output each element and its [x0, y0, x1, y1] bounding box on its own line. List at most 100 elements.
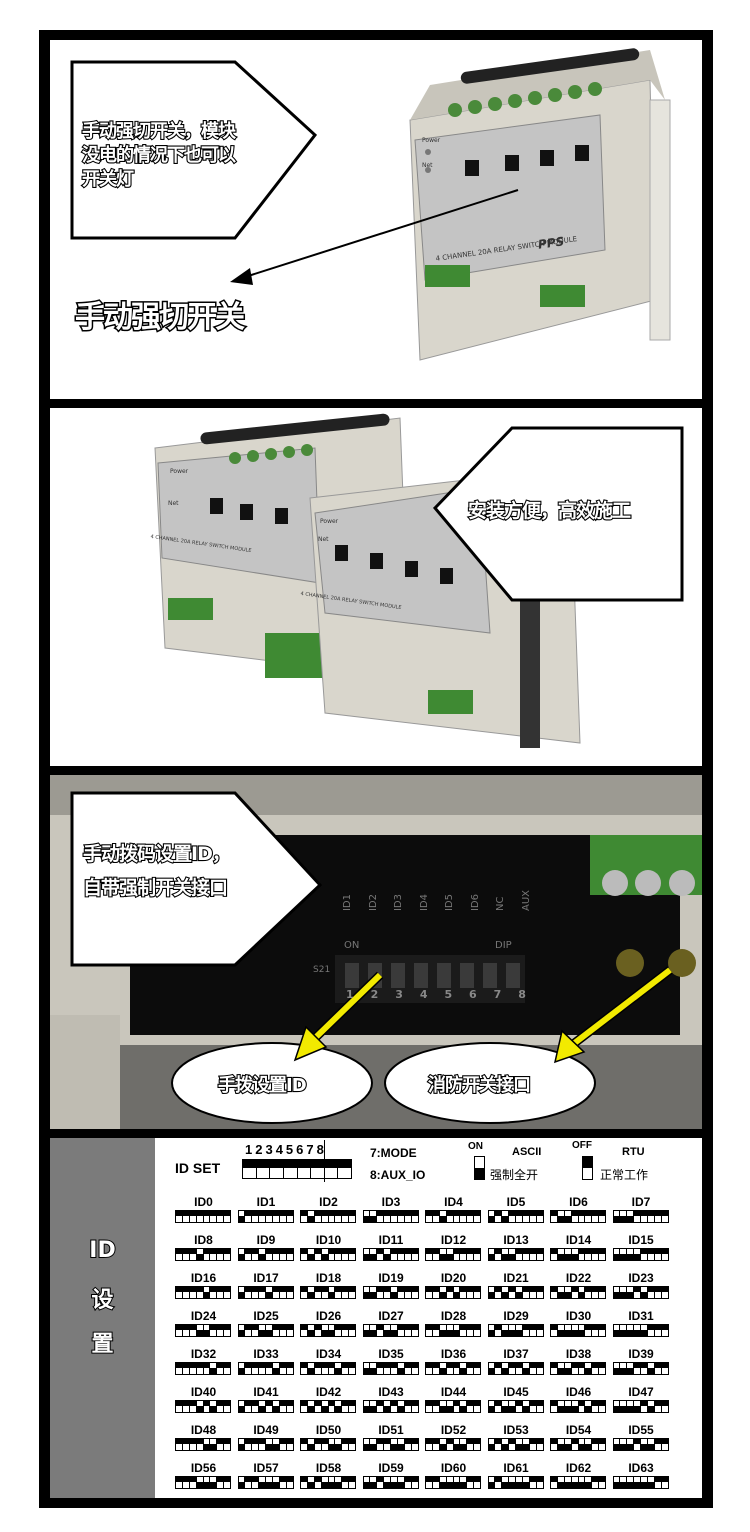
- id-cell: ID51: [361, 1423, 422, 1459]
- id-label: ID12: [440, 1233, 467, 1247]
- mode-7-label: 7:MODE: [370, 1146, 417, 1160]
- id-cell: ID40: [173, 1385, 234, 1421]
- side-char-she: 设: [90, 1287, 114, 1314]
- normal-work-label: 正常工作: [600, 1168, 649, 1182]
- id-label: ID7: [631, 1195, 651, 1209]
- id-dip-pattern: [175, 1476, 231, 1489]
- off-label: OFF: [572, 1140, 592, 1151]
- panel-manual-switch: 手动强切开关，模块 没电的情况下也可以 开关灯 手动强切开关 4 CHANNEL…: [50, 40, 702, 399]
- dip-label-8: AUX: [520, 890, 532, 912]
- rtu-label: RTU: [622, 1146, 645, 1158]
- callout-line-2: 没电的情况下也可以: [81, 144, 237, 167]
- id-cell: ID10: [298, 1233, 359, 1269]
- dip-number-4: 4: [419, 988, 428, 1001]
- power-led-label: Power: [422, 137, 441, 144]
- on-switch-icon: [474, 1156, 485, 1180]
- id-dip-pattern: [237, 1324, 294, 1337]
- id-cell: ID1: [236, 1195, 297, 1231]
- right-power-label: Power: [320, 518, 339, 525]
- id-cell: ID28: [423, 1309, 484, 1345]
- id-cell: ID7: [611, 1195, 672, 1231]
- id-label: ID9: [256, 1233, 276, 1247]
- id-dip-pattern: [550, 1286, 606, 1299]
- id-label: ID56: [190, 1461, 217, 1475]
- id-label: ID55: [628, 1423, 654, 1437]
- id-dip-pattern: [175, 1400, 231, 1413]
- dip-number-2: 2: [370, 988, 379, 1001]
- id-label: ID46: [565, 1385, 592, 1399]
- dip-label-1: ID1: [342, 894, 353, 912]
- id-dip-pattern: [612, 1362, 669, 1375]
- id-dip-pattern: [362, 1362, 419, 1375]
- manual-switch-callout: 手动强切开关，模块 没电的情况下也可以 开关灯: [81, 120, 237, 192]
- id-label: ID61: [503, 1461, 529, 1475]
- manual-switch-label: 手动强切开关: [74, 299, 247, 337]
- id-label: ID4: [444, 1195, 463, 1209]
- id-label: ID16: [190, 1271, 217, 1285]
- id-label: ID2: [319, 1195, 338, 1209]
- id-dip-pattern: [175, 1438, 231, 1451]
- dip-number-1: 1: [346, 988, 354, 1001]
- id-dip-pattern: [425, 1400, 481, 1413]
- id-dip-pattern: [612, 1286, 669, 1299]
- id-cell: ID24: [173, 1309, 234, 1345]
- id-cell: ID38: [548, 1347, 609, 1383]
- dip-label-7: NC: [495, 896, 507, 912]
- id-label: ID22: [565, 1271, 592, 1285]
- id-dip-pattern: [612, 1210, 669, 1223]
- id-dip-pattern: [612, 1324, 669, 1337]
- net-led-label: Net: [422, 162, 433, 169]
- callout-line-3: 开关灯: [81, 168, 135, 191]
- id-cell: ID44: [423, 1385, 484, 1421]
- id-cell: ID59: [361, 1461, 422, 1497]
- id-cell: ID12: [423, 1233, 484, 1269]
- dip-label-4: ID4: [418, 894, 430, 912]
- id-dip-pattern: [300, 1248, 356, 1261]
- id-cell: ID60: [423, 1461, 484, 1497]
- id-cell: ID34: [298, 1347, 359, 1383]
- id-cell: ID36: [423, 1347, 484, 1383]
- panel2-illustration: [154, 413, 684, 748]
- id-cell: ID35: [361, 1347, 422, 1383]
- id-label: ID53: [503, 1423, 529, 1437]
- dip-number-3: 3: [395, 988, 403, 1001]
- id-cell: ID45: [486, 1385, 547, 1421]
- id-label: ID0: [194, 1195, 213, 1209]
- id-dip-pattern: [550, 1438, 606, 1451]
- id-cell: ID26: [298, 1309, 359, 1345]
- id-label: ID3: [381, 1195, 401, 1209]
- id-dip-pattern: [300, 1286, 356, 1299]
- on-label: ON: [468, 1141, 483, 1152]
- id-cell: ID15: [611, 1233, 672, 1269]
- id-cell: ID16: [173, 1271, 234, 1307]
- id-cell: ID37: [486, 1347, 547, 1383]
- left-power-label: Power: [170, 468, 189, 475]
- id-cell: ID54: [548, 1423, 609, 1459]
- s21-label: S21: [313, 965, 331, 975]
- id-cell: ID43: [361, 1385, 422, 1421]
- id-cell: ID13: [486, 1233, 547, 1269]
- id-cell: ID63: [611, 1461, 672, 1497]
- id-label: ID47: [628, 1385, 654, 1399]
- dip-label-5: ID5: [444, 894, 456, 912]
- id-cell: ID22: [548, 1271, 609, 1307]
- id-label: ID21: [503, 1271, 529, 1285]
- id-label: ID8: [194, 1233, 213, 1247]
- dip-number-6: 6: [469, 988, 477, 1001]
- panel-id-settings: ID 设 置 ID SET 12345678 7:MODE 8:AUX_IO O…: [50, 1138, 702, 1498]
- id-label: ID24: [190, 1309, 217, 1323]
- id-cell: ID0: [173, 1195, 234, 1231]
- id-dip-pattern: [300, 1324, 356, 1337]
- id-dip-pattern: [175, 1362, 231, 1375]
- id-cell: ID23: [611, 1271, 672, 1307]
- id-label: ID27: [378, 1309, 404, 1323]
- id-dip-pattern: [300, 1400, 356, 1413]
- dip-number-5: 5: [444, 988, 453, 1001]
- id-cell: ID32: [173, 1347, 234, 1383]
- id-cell: ID39: [611, 1347, 672, 1383]
- dip-number-7: 7: [493, 988, 502, 1001]
- id-label: ID13: [503, 1233, 529, 1247]
- id-dip-pattern: [175, 1286, 231, 1299]
- id-label: ID43: [378, 1385, 404, 1399]
- id-cell: ID18: [298, 1271, 359, 1307]
